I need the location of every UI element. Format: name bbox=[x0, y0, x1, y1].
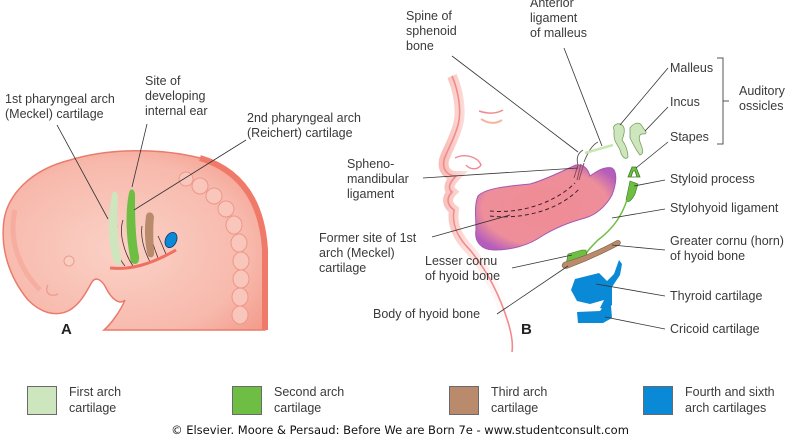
cricoid-cartilage-shape bbox=[577, 306, 612, 323]
third-arch-cartilage-shape bbox=[144, 212, 155, 258]
copyright-notice: © Elsevier. Moore & Persaud: Before We a… bbox=[171, 423, 629, 437]
second-arch-cartilage-shape bbox=[126, 189, 140, 264]
thyroid-cartilage-shape bbox=[571, 260, 622, 310]
legend-swatch-fourth-sixth-arch bbox=[643, 385, 673, 415]
stapes-shape bbox=[627, 166, 641, 178]
label-auditory-ossicles: Auditory ossicles bbox=[739, 84, 785, 113]
label-cricoid-cartilage: Cricoid cartilage bbox=[670, 322, 760, 336]
incus-shape bbox=[629, 122, 647, 156]
first-arch-cartilage-shape bbox=[108, 191, 122, 266]
label-spine-sphenoid: Spine of sphenoid bone bbox=[406, 9, 457, 53]
legend-label-third-arch: Third arch cartilage bbox=[491, 385, 548, 415]
legend-item-fourth-sixth-arch: Fourth and sixth arch cartilages bbox=[643, 384, 775, 416]
legend-label-fourth-sixth-arch: Fourth and sixth arch cartilages bbox=[685, 385, 775, 415]
label-spheno-mandibular-ligament: Spheno- mandibular ligament bbox=[347, 157, 409, 201]
label-anterior-ligament-malleus: Anterior ligament of malleus bbox=[530, 0, 587, 40]
legend-swatch-third-arch bbox=[449, 385, 479, 415]
label-second-pharyngeal-arch: 2nd pharyngeal arch (Reichert) cartilage bbox=[247, 111, 361, 140]
label-former-site-meckel: Former site of 1st arch (Meckel) cartila… bbox=[319, 231, 417, 275]
label-greater-cornu: Greater cornu (horn) of hyoid bone bbox=[670, 234, 784, 263]
panel-letter-a: A bbox=[61, 321, 72, 338]
legend-item-first-arch: First arch cartilage bbox=[27, 384, 121, 416]
legend-item-third-arch: Third arch cartilage bbox=[449, 384, 547, 416]
legend-swatch-second-arch bbox=[232, 385, 262, 415]
label-incus: Incus bbox=[670, 95, 700, 109]
legend-label-second-arch: Second arch cartilage bbox=[274, 385, 345, 415]
embryo-illustration bbox=[2, 123, 268, 331]
label-malleus: Malleus bbox=[670, 61, 714, 75]
legend-swatch-first-arch bbox=[27, 385, 57, 415]
mandible-shape bbox=[475, 164, 617, 251]
label-stylohyoid-ligament: Stylohyoid ligament bbox=[670, 201, 779, 215]
head-illustration bbox=[422, 47, 729, 353]
styloid-process-shape bbox=[625, 180, 639, 202]
malleus-shape bbox=[613, 123, 629, 159]
legend-label-first-arch: First arch cartilage bbox=[69, 385, 122, 415]
label-thyroid-cartilage: Thyroid cartilage bbox=[670, 289, 763, 303]
label-body-hyoid: Body of hyoid bone bbox=[373, 307, 481, 321]
legend-item-second-arch: Second arch cartilage bbox=[232, 384, 344, 416]
label-first-pharyngeal-arch: 1st pharyngeal arch (Meckel) cartilage bbox=[5, 92, 115, 121]
label-internal-ear: Site of developing internal ear bbox=[145, 74, 208, 118]
label-lesser-cornu: Lesser cornu of hyoid bone bbox=[425, 254, 501, 283]
label-styloid-process: Styloid process bbox=[670, 172, 755, 186]
hyoid-bone-shape bbox=[561, 240, 621, 269]
panel-letter-b: B bbox=[521, 321, 532, 338]
label-stapes: Stapes bbox=[670, 130, 709, 144]
fourth-arch-cartilage-shape bbox=[164, 231, 178, 249]
